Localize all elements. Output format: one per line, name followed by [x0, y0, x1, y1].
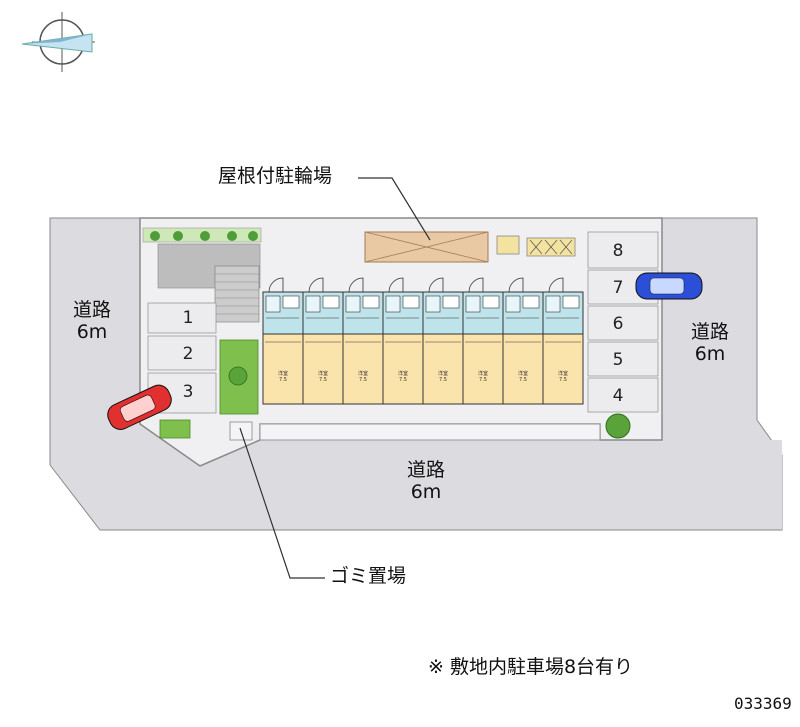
road-right-width: 6m [694, 342, 726, 365]
apartment-building [262, 277, 584, 405]
car-blue-icon [635, 272, 703, 300]
bicycle-parking-label: 屋根付駐輪場 [218, 165, 333, 187]
road-bottom-name: 道路 [406, 459, 445, 481]
unit-room-type: 洋室 [437, 371, 448, 377]
car-red-icon [107, 384, 172, 430]
compass-icon [21, 12, 95, 72]
road-left-name: 道路 [72, 299, 111, 321]
stall-number: 7 [612, 278, 624, 298]
unit-room-size: 7.5 [559, 376, 567, 383]
parking-note: ※ 敷地内駐車場8台有り [428, 656, 634, 678]
unit-room-size: 7.5 [319, 376, 327, 383]
apartment-unit [342, 277, 384, 405]
apartment-unit [302, 277, 344, 405]
stall-number: 1 [182, 308, 194, 328]
stall-number: 3 [182, 382, 194, 402]
road-right-label: 道路 6m [680, 321, 740, 366]
apartment-unit [462, 277, 504, 405]
unit-room-type: 洋室 [397, 371, 408, 377]
apartment-unit [502, 277, 544, 405]
unit-room-type: 洋室 [317, 371, 328, 377]
unit-room-type: 洋室 [517, 371, 528, 377]
apartment-unit [542, 277, 584, 405]
unit-room-type: 洋室 [357, 371, 368, 377]
apartment-unit [422, 277, 464, 405]
road-bottom-label: 道路 6m [396, 459, 456, 504]
stall-number: 8 [612, 241, 624, 261]
unit-room-size: 7.5 [359, 376, 367, 383]
stall-number: 6 [612, 314, 624, 334]
unit-room-size: 7.5 [519, 376, 527, 383]
garbage-area-label: ゴミ置場 [330, 565, 407, 587]
unit-room-type: 洋室 [557, 371, 568, 377]
unit-room-type: 洋室 [477, 371, 488, 377]
apartment-unit [262, 277, 304, 405]
property-code: 033369 [734, 694, 792, 713]
unit-room-type: 洋室 [277, 371, 288, 377]
road-right-name: 道路 [690, 321, 729, 343]
road-left-width: 6m [76, 320, 108, 343]
unit-room-size: 7.5 [399, 376, 407, 383]
stall-number: 5 [612, 350, 624, 370]
unit-room-size: 7.5 [439, 376, 447, 383]
unit-room-size: 7.5 [279, 376, 287, 383]
road-bottom-width: 6m [410, 480, 442, 503]
apartment-unit [382, 277, 424, 405]
stall-number: 2 [182, 344, 194, 364]
stall-number: 4 [612, 386, 624, 406]
unit-room-size: 7.5 [479, 376, 487, 383]
road-left-label: 道路 6m [62, 299, 122, 344]
